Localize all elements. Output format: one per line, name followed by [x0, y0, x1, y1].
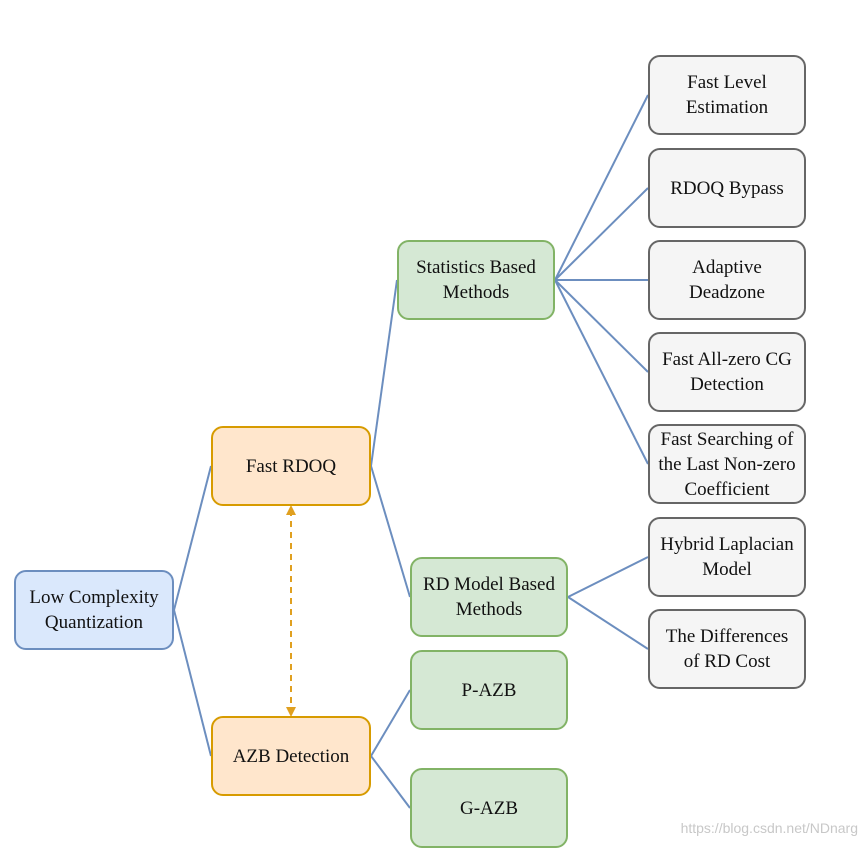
node-label: The Differences	[665, 626, 789, 647]
node-statistics-based-methods: Statistics Based Methods	[397, 240, 555, 320]
node-label: Deadzone	[689, 282, 765, 303]
edge-rd-model-rd-cost	[567, 596, 649, 650]
node-rd-model-based-methods: RD Model Based Methods	[410, 557, 568, 637]
edge-fast-rdoq-statistics	[370, 279, 398, 467]
node-fast-searching-last-nonzero: Fast Searching of the Last Non-zero Coef…	[648, 424, 806, 504]
edge-azb-g-azb	[370, 755, 411, 809]
edge-azb-p-azb	[370, 689, 411, 757]
edge-statistics-fast-level	[554, 94, 649, 281]
node-fast-rdoq: Fast RDOQ	[211, 426, 371, 506]
node-label: Estimation	[685, 97, 769, 118]
node-label: Fast RDOQ	[245, 455, 337, 477]
node-label: Statistics Based	[416, 257, 536, 278]
edge-root-fast-rdoq	[173, 465, 212, 611]
node-p-azb: P-AZB	[410, 650, 568, 730]
node-fast-level-estimation: Fast Level Estimation	[648, 55, 806, 135]
node-label: Fast All-zero CG	[662, 349, 792, 370]
node-g-azb: G-AZB	[410, 768, 568, 848]
node-label: Fast Searching of	[660, 428, 794, 450]
edge-statistics-rdoq-bypass	[554, 187, 649, 281]
node-label: of RD Cost	[683, 651, 771, 672]
node-label: Detection	[690, 374, 764, 395]
node-label: Low Complexity	[29, 587, 159, 608]
watermark-text: https://blog.csdn.net/NDnarg	[680, 820, 858, 836]
node-label: the Last Non-zero	[658, 453, 796, 475]
edge-fast-rdoq-rd-model	[370, 465, 411, 598]
node-label: Fast Level	[687, 72, 767, 93]
edge-statistics-fast-all-zero	[554, 279, 649, 373]
node-adaptive-deadzone: Adaptive Deadzone	[648, 240, 806, 320]
node-rdoq-bypass: RDOQ Bypass	[648, 148, 806, 228]
node-label: P-AZB	[461, 679, 517, 701]
node-label: RDOQ Bypass	[670, 177, 784, 199]
node-label: Coefficient	[684, 478, 770, 500]
node-hybrid-laplacian-model: Hybrid Laplacian Model	[648, 517, 806, 597]
edge-root-azb	[173, 609, 212, 757]
node-azb-detection: AZB Detection	[211, 716, 371, 796]
node-label: Methods	[442, 282, 510, 303]
node-low-complexity-quantization: Low Complexity Quantization	[14, 570, 174, 650]
node-label: Model	[702, 559, 752, 580]
node-label: AZB Detection	[232, 745, 350, 767]
node-label: Adaptive	[692, 257, 762, 278]
node-fast-all-zero-cg-detection: Fast All-zero CG Detection	[648, 332, 806, 412]
node-label: G-AZB	[459, 797, 519, 819]
node-differences-of-rd-cost: The Differences of RD Cost	[648, 609, 806, 689]
node-label: RD Model Based	[423, 574, 555, 595]
node-label: Quantization	[44, 612, 144, 633]
edge-rd-model-hybrid	[567, 556, 649, 598]
node-label: Methods	[455, 599, 523, 620]
edge-statistics-fast-searching	[554, 279, 649, 465]
node-label: Hybrid Laplacian	[660, 534, 794, 555]
